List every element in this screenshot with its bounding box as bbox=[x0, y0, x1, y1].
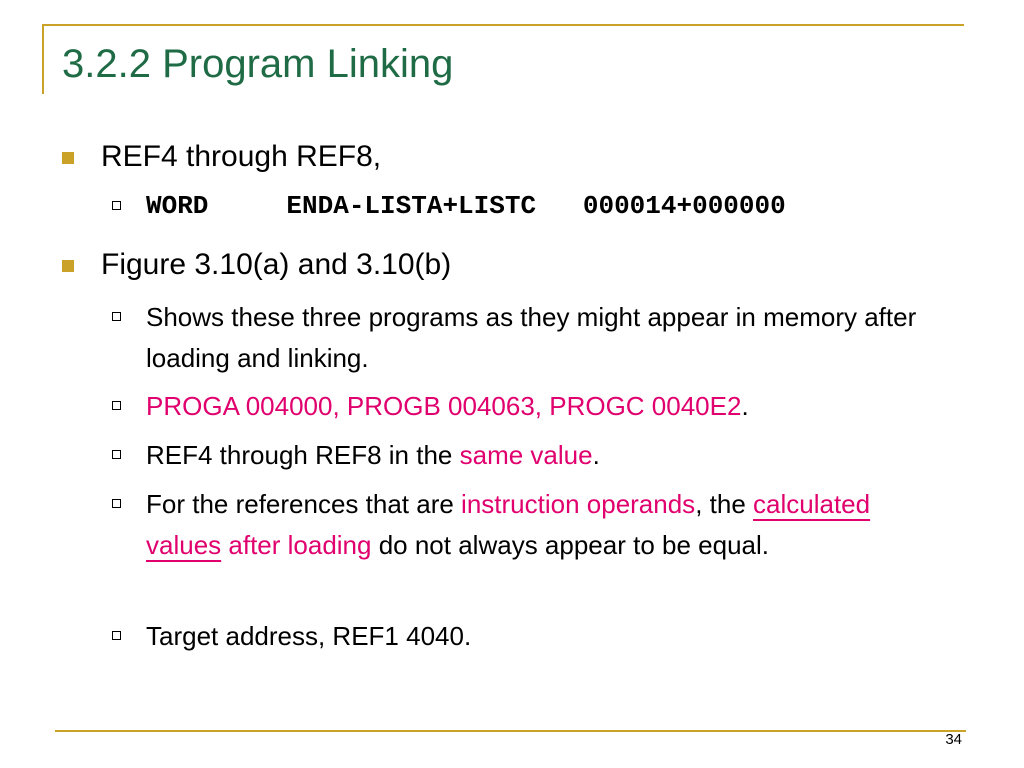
hollow-square-bullet-icon bbox=[112, 450, 121, 459]
page-number: 34 bbox=[945, 731, 962, 748]
punctuation: . bbox=[592, 440, 600, 470]
highlight-text: same value bbox=[459, 440, 593, 470]
hollow-square-bullet-icon bbox=[112, 631, 121, 640]
top-rule bbox=[42, 24, 964, 26]
left-rule bbox=[42, 24, 44, 94]
hollow-square-bullet-icon bbox=[112, 401, 121, 410]
code-line: WORD ENDA-LISTA+LISTC 000014+000000 bbox=[146, 191, 786, 221]
sub-bullet-text: REF4 through REF8 in the same value. bbox=[146, 435, 952, 476]
plain-text: do not always appear to be equal. bbox=[371, 530, 769, 560]
sub-bullet-text: Target address, REF1 4040. bbox=[146, 621, 472, 651]
highlight-text: PROGA 004000, PROGB 004063, PROGC 0040E2 bbox=[146, 391, 742, 421]
plain-text: , the bbox=[695, 489, 754, 519]
hollow-square-bullet-icon bbox=[112, 499, 121, 508]
hollow-square-bullet-icon bbox=[112, 201, 121, 210]
square-bullet-icon bbox=[62, 260, 74, 272]
plain-text: REF4 through REF8 in the bbox=[146, 440, 460, 470]
underlined-highlight-text: calculated values bbox=[146, 489, 871, 560]
highlight-text: instruction operands bbox=[461, 489, 696, 519]
sub-bullet-text: For the references that are instruction … bbox=[146, 484, 952, 566]
slide-title: 3.2.2 Program Linking bbox=[62, 42, 454, 86]
plain-text: For the references that are bbox=[146, 489, 462, 519]
sub-bullet-text: PROGA 004000, PROGB 004063, PROGC 0040E2… bbox=[146, 386, 952, 427]
sub-bullet-text: Shows these three programs as they might… bbox=[146, 302, 917, 373]
highlight-text: after loading bbox=[221, 530, 372, 560]
punctuation: . bbox=[741, 391, 749, 421]
square-bullet-icon bbox=[62, 152, 74, 164]
bullet-text: REF4 through REF8, bbox=[101, 140, 382, 173]
bullet-text: Figure 3.10(a) and 3.10(b) bbox=[101, 248, 452, 281]
bottom-rule bbox=[55, 730, 966, 732]
hollow-square-bullet-icon bbox=[112, 312, 121, 321]
